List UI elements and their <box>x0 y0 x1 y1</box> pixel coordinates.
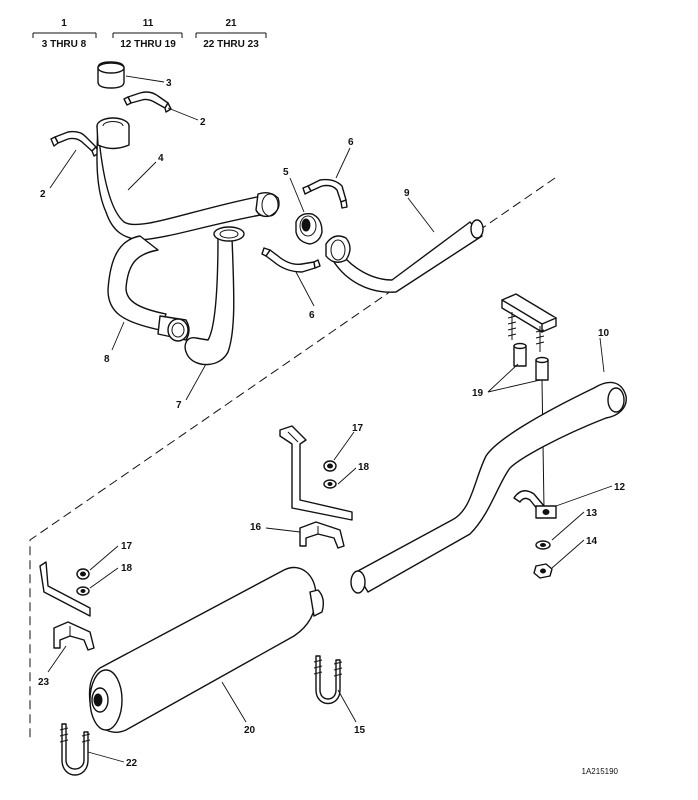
part-17-nut-left <box>76 568 90 580</box>
callout-3: 3 <box>166 78 172 89</box>
callout-19: 19 <box>472 388 484 399</box>
figure-code: 1A215190 <box>582 767 619 776</box>
callout-20: 20 <box>244 725 256 736</box>
part-4-y-pipe <box>96 117 280 241</box>
callout-12: 12 <box>614 482 626 493</box>
callout-7: 7 <box>176 400 182 411</box>
group-1-range: 3 THRU 8 <box>42 39 87 50</box>
part-18-washer-left <box>76 586 90 596</box>
callout-9: 9 <box>404 188 410 199</box>
part-22-u-bolt <box>59 723 91 776</box>
callout-8: 8 <box>104 354 110 365</box>
group-boundary-dashed-line <box>29 177 556 738</box>
callout-14: 14 <box>586 536 598 547</box>
callout-10: 10 <box>598 328 610 339</box>
callout-23: 23 <box>38 677 50 688</box>
part-9-exhaust-pipe <box>325 219 484 293</box>
part-6-clamp-upper <box>302 178 348 209</box>
group-21-number: 21 <box>225 18 237 29</box>
part-12-clamp <box>513 490 557 519</box>
part-2-clamp-left <box>50 130 100 157</box>
callout-17-left: 17 <box>121 541 133 552</box>
part-15-u-bolt <box>313 655 343 705</box>
group-1-number: 1 <box>61 18 67 29</box>
callout-22: 22 <box>126 758 138 769</box>
part-17-nut-middle <box>323 460 337 472</box>
part-5-seal-ring <box>295 212 323 245</box>
callout-5: 5 <box>283 167 289 178</box>
group-21-range: 22 THRU 23 <box>203 39 259 50</box>
callout-18-left: 18 <box>121 563 133 574</box>
part-19-hanger-assembly <box>501 293 557 509</box>
group-index-header: 1 3 THRU 8 11 12 THRU 19 21 22 THRU 23 <box>32 18 267 50</box>
leader-lines <box>47 75 613 763</box>
callout-labels: 3 2 2 4 5 6 6 9 8 7 10 19 17 18 16 12 13… <box>38 78 626 769</box>
part-7-elbow-pipe <box>184 226 245 366</box>
part-13-washer <box>535 540 551 550</box>
callout-4: 4 <box>158 153 164 164</box>
callout-13: 13 <box>586 508 598 519</box>
callout-2-left: 2 <box>40 189 46 200</box>
callout-17-middle: 17 <box>352 423 364 434</box>
part-left-bracket <box>39 561 91 617</box>
group-11-range: 12 THRU 19 <box>120 39 176 50</box>
callout-6-lower: 6 <box>309 310 315 321</box>
callout-15: 15 <box>354 725 366 736</box>
part-20-muffler <box>88 566 325 733</box>
part-16-washer-middle <box>323 479 337 489</box>
group-11-number: 11 <box>143 18 154 29</box>
callout-16-washer: 18 <box>358 462 370 473</box>
part-23-clamp <box>53 621 95 651</box>
part-8-u-pipe <box>107 235 190 342</box>
callout-2-upper: 2 <box>200 117 206 128</box>
part-14-nut <box>533 563 553 579</box>
part-6-clamp-lower <box>261 247 321 273</box>
part-middle-bracket <box>279 425 353 521</box>
callout-16-clamp: 16 <box>250 522 262 533</box>
part-16-clamp-middle <box>299 521 345 549</box>
part-10-tail-pipe <box>350 381 627 594</box>
part-2-clamp-upper <box>123 91 172 113</box>
part-3-cap <box>97 61 125 89</box>
callout-6-upper: 6 <box>348 137 354 148</box>
